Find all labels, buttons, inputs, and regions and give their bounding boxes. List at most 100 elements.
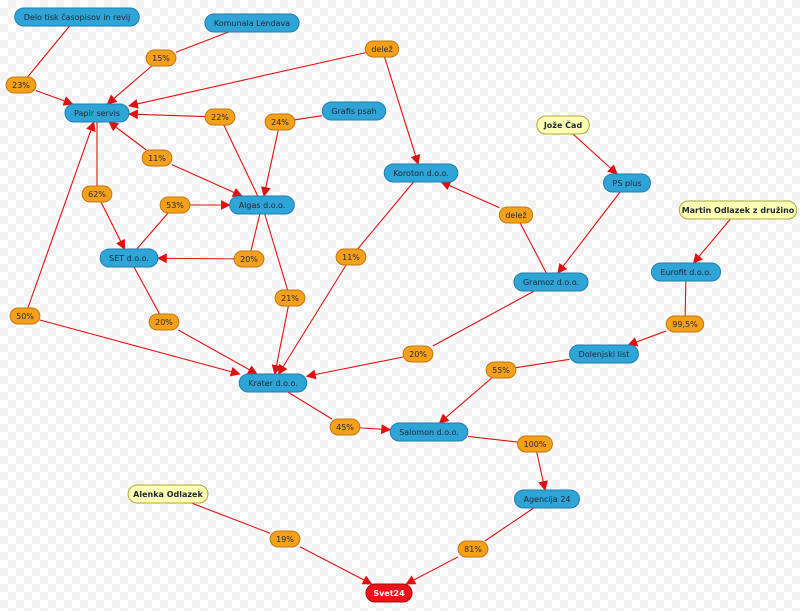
node-label: 23% (12, 81, 30, 90)
edge-s11b-to-krater (278, 264, 347, 375)
20-share-label-s20b: 20% (148, 313, 180, 331)
grafis-psah-company-node-grafis: Grafis psah (321, 101, 387, 121)
edge-eurofit-to-s995 (684, 280, 687, 317)
edge-s55-to-salomon (438, 377, 493, 424)
node-shape (517, 435, 553, 453)
node-label: 53% (166, 201, 184, 210)
99-5-share-label-s995: 99,5% (665, 315, 705, 333)
edge-alenka-to-s19 (191, 502, 271, 534)
node-shape (329, 418, 361, 436)
edge-s11a-to-algas (171, 164, 243, 197)
node-shape (127, 484, 209, 504)
node-label: 15% (152, 54, 170, 63)
node-shape (64, 103, 130, 123)
node-label: 81% (464, 545, 482, 554)
100-share-label-s100: 100% (517, 435, 553, 453)
node-shape (678, 200, 798, 220)
edge-s22-to-papir (128, 109, 206, 120)
node-label: Komunala Lendava (214, 19, 290, 28)
node-shape (513, 272, 589, 292)
node-label: 62% (88, 190, 106, 199)
joze-cad-person-node-joze: Jože Čad (536, 115, 590, 135)
node-shape (99, 248, 159, 268)
node-label: Grafis psah (331, 107, 376, 116)
22-share-label-s22: 22% (204, 108, 236, 126)
53-share-label-s53: 53% (159, 196, 191, 214)
edges-layer (27, 25, 731, 585)
edge-delo-to-s23 (27, 25, 71, 78)
dolenjski-list-company-node-dolenjski: Dolenjski list (569, 344, 639, 364)
node-label: Jože Čad (543, 119, 583, 130)
node-shape (148, 313, 180, 331)
edge-sdelez1-to-koroton (383, 56, 421, 165)
node-label: 21% (281, 294, 299, 303)
node-shape (238, 373, 308, 393)
node-label: SET d.o.o. (109, 254, 149, 263)
node-shape (5, 76, 37, 94)
edge-salomon-to-s100 (467, 435, 518, 443)
edge-joze-to-ps (572, 133, 618, 175)
23-share-label-s23: 23% (5, 76, 37, 94)
node-shape (145, 49, 177, 67)
node-label: delež (371, 45, 392, 54)
node-shape (603, 173, 651, 193)
node-shape (81, 185, 113, 203)
node-label: 20% (409, 350, 427, 359)
salomon-d-o-o-company-node-salomon: Salomon d.o.o. (389, 422, 469, 442)
20-share-label-s20a: 20% (233, 250, 265, 268)
edge-s100-to-agencija (536, 451, 548, 491)
node-shape (383, 163, 459, 183)
eurofit-d-o-o-company-node-eurofit: Eurofit d.o.o. (650, 262, 722, 282)
edge-s23-to-papir (35, 89, 74, 106)
node-shape (321, 101, 387, 121)
11-share-label-s11b: 11% (335, 248, 367, 266)
node-label: 45% (336, 423, 354, 432)
node-shape (498, 206, 534, 224)
edge-ps-to-gramoz (557, 191, 621, 274)
node-shape (233, 250, 265, 268)
node-label: 22% (211, 113, 229, 122)
11-share-label-s11a: 11% (141, 149, 173, 167)
martin-odlazek-z-druzino-person-node-martin: Martin Odlazek z družino (678, 200, 798, 220)
papir-servis-company-node-papir: Papir servis (64, 103, 130, 123)
edge-komunala-to-s15 (175, 31, 229, 53)
koroton-d-o-o-company-node-koroton: Koroton d.o.o. (383, 163, 459, 183)
komunala-lendava-company-node-komunala: Komunala Lendava (204, 13, 300, 33)
19-share-label-s19: 19% (269, 530, 301, 548)
node-shape (402, 345, 434, 363)
edge-s81-to-svet (405, 556, 459, 585)
krater-d-o-o-company-node-krater: Krater d.o.o. (238, 373, 308, 393)
node-label: PS plus (613, 179, 642, 188)
node-label: Eurofit d.o.o. (660, 268, 711, 277)
node-label: 20% (155, 318, 173, 327)
50-share-label-s50: 50% (9, 307, 41, 325)
edge-s24-to-algas (261, 129, 279, 197)
node-label: Salomon d.o.o. (399, 428, 459, 437)
node-label: Koroton d.o.o. (393, 169, 449, 178)
node-shape (665, 315, 705, 333)
agencija-24-company-node-agencija: Agencija 24 (513, 489, 581, 509)
node-label: Dolenjski list (579, 350, 630, 359)
node-shape (159, 196, 191, 214)
edge-s62-to-set (100, 201, 125, 250)
edge-s45-to-salomon (359, 424, 392, 435)
node-shape (264, 113, 296, 131)
node-shape (513, 489, 581, 509)
svet24-company-node-svet: Svet24 (365, 583, 413, 603)
edge-krater-to-s45 (287, 391, 333, 420)
node-shape (364, 40, 400, 58)
node-label: 50% (16, 312, 34, 321)
edge-algas-to-s20a (250, 213, 261, 252)
node-label: delež (505, 211, 526, 220)
node-label: Alenka Odlazek (133, 490, 203, 499)
set-d-o-o-company-node-set: SET d.o.o. (99, 248, 159, 268)
edge-set-to-s20b (133, 266, 161, 315)
81-share-label-s81: 81% (457, 540, 489, 558)
node-shape (204, 108, 236, 126)
node-shape (274, 289, 306, 307)
node-shape (485, 361, 517, 379)
edge-s20a-to-set (156, 253, 235, 264)
edge-s20b-to-krater (178, 329, 258, 375)
